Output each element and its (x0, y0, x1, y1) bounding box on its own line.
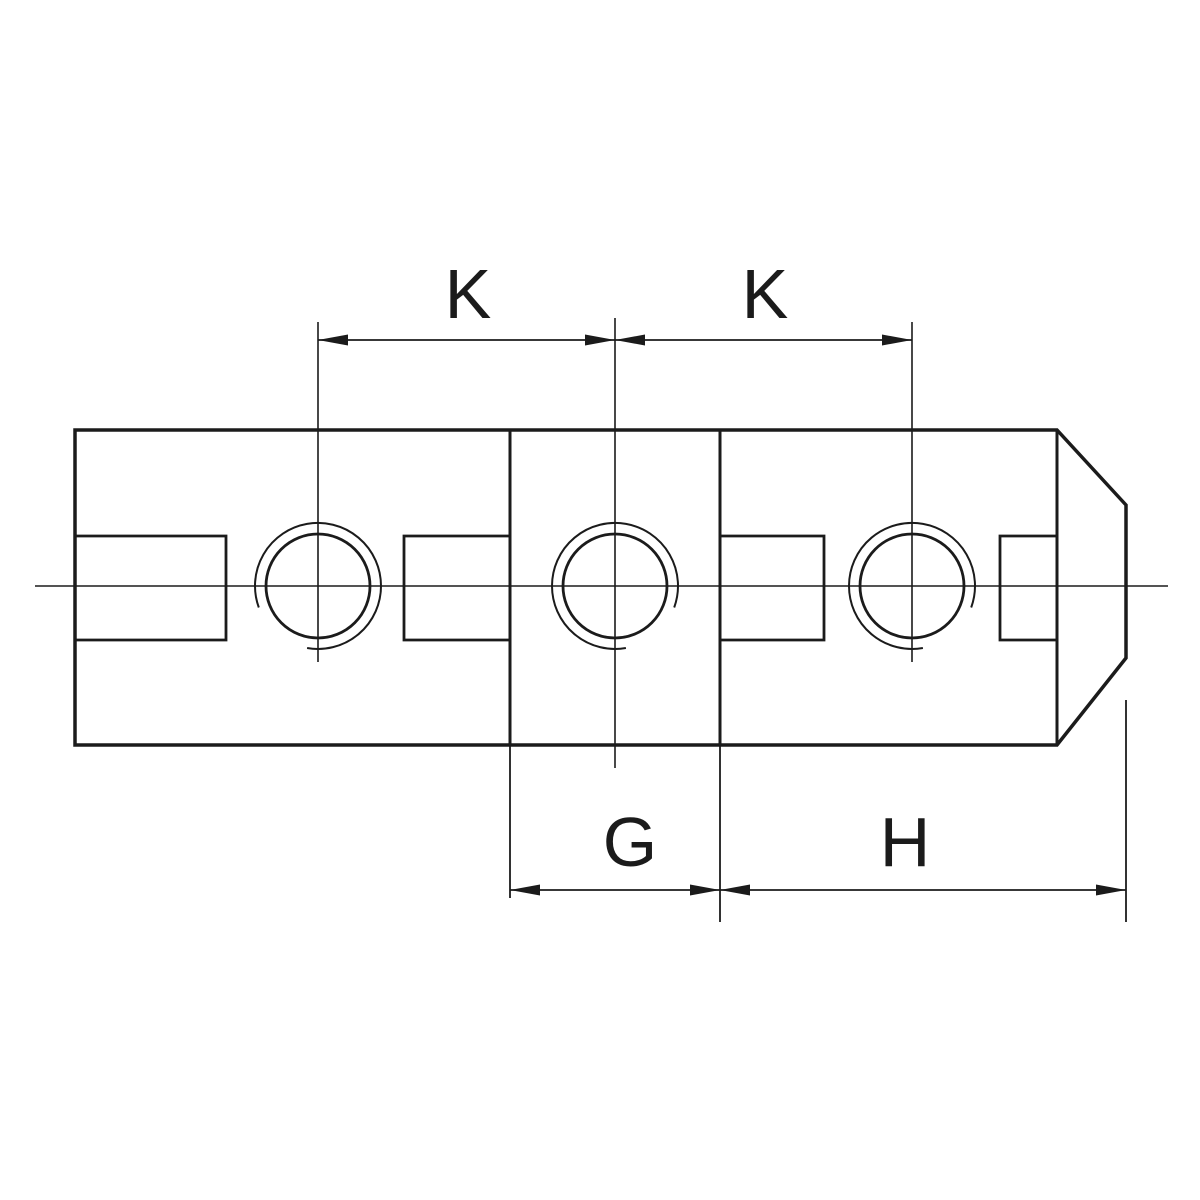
arrow-h-left (720, 884, 750, 896)
arrow-g-left (510, 884, 540, 896)
hole-2-bore-circle (561, 532, 669, 640)
dim-label-k1: K (445, 255, 492, 333)
arrow-g-right (690, 884, 720, 896)
dimension-arrowheads (318, 334, 1126, 896)
arrow-k1-left (318, 334, 348, 346)
hole-3-bore-circle (858, 532, 966, 640)
dim-label-k2: K (742, 255, 789, 333)
hole-1-thread-arc (254, 521, 382, 650)
dimension-lines (318, 339, 1127, 922)
hole-3-thread-arc (848, 521, 976, 650)
holes (254, 521, 976, 650)
slot-right (998, 534, 1057, 642)
dim-label-h: H (880, 803, 931, 881)
part-outline (73, 428, 1128, 747)
arrow-k2-right (882, 334, 912, 346)
centerlines (35, 318, 1168, 768)
slot-left (75, 534, 228, 642)
slot-middle-right (720, 534, 826, 642)
hole-1-bore-circle (264, 532, 372, 640)
arrow-k2-left (615, 334, 645, 346)
arrow-h-right (1096, 884, 1126, 896)
arrow-k1-right (585, 334, 615, 346)
hole-2-thread-arc (551, 521, 679, 650)
part-body (73, 428, 1128, 747)
dim-label-g: G (603, 803, 657, 881)
dimension-labels: K K G H (445, 255, 931, 881)
slot-middle-left (402, 534, 510, 642)
